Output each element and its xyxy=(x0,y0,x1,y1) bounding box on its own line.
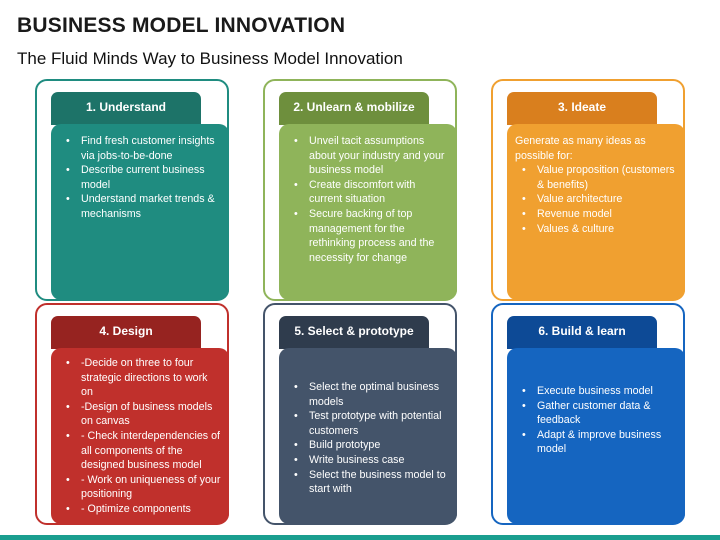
bullet-item: Adapt & improve business model xyxy=(515,428,677,457)
step-panel-ideate: Generate as many ideas as possible for: … xyxy=(507,124,685,300)
bullet-item: Find fresh customer insights via jobs-to… xyxy=(59,134,221,163)
bullet-item: - Optimize components xyxy=(59,502,221,517)
step-tab-select-prototype: 5. Select & prototype xyxy=(279,316,429,349)
page-title: BUSINESS MODEL INNOVATION xyxy=(17,14,346,37)
step-intro-text: Generate as many ideas as possible for: xyxy=(515,135,646,162)
bullet-item: Value architecture xyxy=(515,192,677,207)
step-tab-ideate: 3. Ideate xyxy=(507,92,657,125)
step-tab-design: 4. Design xyxy=(51,316,201,349)
bullet-item: Select the optimal business models xyxy=(287,380,449,409)
bullet-item: Unveil tacit assumptions about your indu… xyxy=(287,134,449,178)
bullet-item: Describe current business model xyxy=(59,163,221,192)
page-subtitle: The Fluid Minds Way to Business Model In… xyxy=(17,49,403,68)
step-card-design: 4. Design -Decide on three to four strat… xyxy=(35,303,229,525)
bullet-item: -Decide on three to four strategic direc… xyxy=(59,356,221,400)
footer-accent-bar xyxy=(0,535,720,540)
bullet-list: Select the optimal business models Test … xyxy=(287,380,449,497)
step-panel-design: -Decide on three to four strategic direc… xyxy=(51,348,229,524)
bullet-item: - Work on uniqueness of your positioning xyxy=(59,473,221,502)
step-tab-build-learn: 6. Build & learn xyxy=(507,316,657,349)
step-card-unlearn: 2. Unlearn & mobilize Unveil tacit assum… xyxy=(263,79,457,301)
step-card-understand: 1. Understand Find fresh customer insigh… xyxy=(35,79,229,301)
step-card-build-learn: 6. Build & learn Execute business model … xyxy=(491,303,685,525)
bullet-list: -Decide on three to four strategic direc… xyxy=(59,356,221,517)
bullet-item: Understand market trends & mechanisms xyxy=(59,192,221,221)
step-panel-understand: Find fresh customer insights via jobs-to… xyxy=(51,124,229,300)
step-panel-unlearn: Unveil tacit assumptions about your indu… xyxy=(279,124,457,300)
bullet-item: Execute business model xyxy=(515,384,677,399)
step-tab-unlearn: 2. Unlearn & mobilize xyxy=(279,92,429,125)
bullet-item: Write business case xyxy=(287,453,449,468)
bullet-list: Execute business model Gather customer d… xyxy=(515,384,677,457)
bullet-item: Select the business model to start with xyxy=(287,468,449,497)
bullet-item: -Design of business models on canvas xyxy=(59,400,221,429)
bullet-item: Build prototype xyxy=(287,438,449,453)
step-card-ideate: 3. Ideate Generate as many ideas as poss… xyxy=(491,79,685,301)
bullet-list: Value proposition (customers & benefits)… xyxy=(515,163,677,236)
bullet-item: Revenue model xyxy=(515,207,677,222)
step-label: 4. Design xyxy=(99,324,153,338)
step-label: 3. Ideate xyxy=(557,100,607,114)
bullet-item: Values & culture xyxy=(515,222,677,237)
step-panel-build-learn: Execute business model Gather customer d… xyxy=(507,348,685,524)
step-panel-select-prototype: Select the optimal business models Test … xyxy=(279,348,457,524)
bullet-list: Find fresh customer insights via jobs-to… xyxy=(59,134,221,222)
step-label: 5. Select & prototype xyxy=(294,324,414,338)
bullet-list: Unveil tacit assumptions about your indu… xyxy=(287,134,449,265)
bullet-item: Create discomfort with current situation xyxy=(287,178,449,207)
step-label: 6. Build & learn xyxy=(538,324,626,338)
bullet-item: Secure backing of top management for the… xyxy=(287,207,449,265)
bullet-item: Value proposition (customers & benefits) xyxy=(515,163,677,192)
bullet-item: Test prototype with potential customers xyxy=(287,409,449,438)
step-label: 2. Unlearn & mobilize xyxy=(293,100,415,114)
bullet-item: Gather customer data & feedback xyxy=(515,399,677,428)
step-label: 1. Understand xyxy=(85,100,166,114)
bullet-item: - Check interdependencies of all compone… xyxy=(59,429,221,473)
step-card-select-prototype: 5. Select & prototype Select the optimal… xyxy=(263,303,457,525)
step-tab-understand: 1. Understand xyxy=(51,92,201,125)
